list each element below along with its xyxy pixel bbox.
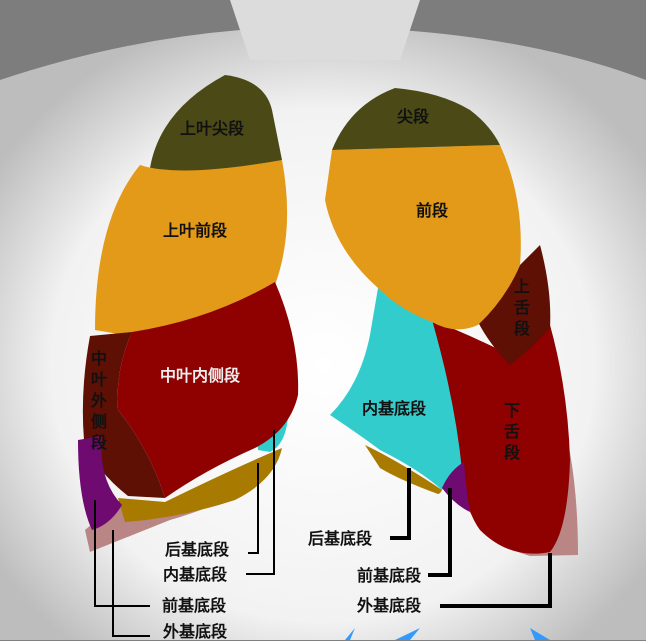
left-medial-basal-segment	[330, 288, 462, 490]
left-posterior-basal-segment	[365, 445, 442, 494]
right-anterior-segment	[95, 160, 288, 336]
label-left-medial-basal: 内基底段	[362, 399, 427, 418]
leader-lines-left-lung	[390, 468, 552, 608]
label-right-middle-medial: 中叶内侧段	[160, 366, 241, 385]
label-left-anterior-basal: 前基底段	[357, 566, 422, 585]
label-right-lateral-basal: 外基底段	[163, 622, 228, 641]
label-right-medial-basal: 内基底段	[163, 565, 228, 584]
left-lateral-basal-segment	[465, 410, 578, 556]
left-superior-lingular-segment	[478, 245, 551, 365]
label-right-anterior: 上叶前段	[163, 221, 228, 240]
right-middle-lateral-segment	[82, 332, 165, 498]
label-right-anterior-basal: 前基底段	[162, 596, 227, 615]
left-apical-segment	[332, 88, 500, 150]
right-posterior-basal-segment	[118, 448, 282, 522]
label-right-apical: 上叶尖段	[180, 119, 245, 138]
label-left-inferior-lingular: 下舌段	[503, 401, 520, 462]
label-right-posterior-basal: 后基底段	[165, 540, 230, 559]
neck	[230, 0, 420, 60]
right-apical-segment	[150, 75, 282, 177]
diaphragm-markers	[345, 628, 550, 640]
right-anterior-basal-segment	[78, 436, 122, 530]
leader-lines	[94, 430, 275, 637]
label-left-anterior: 前段	[416, 201, 449, 220]
left-anterior-basal-segment	[442, 462, 470, 512]
label-right-middle-lateral: 中叶外侧段	[90, 349, 107, 452]
label-left-lateral-basal: 外基底段	[357, 596, 422, 615]
label-left-posterior-basal: 后基底段	[308, 529, 373, 548]
left-anterior-segment	[325, 145, 521, 330]
label-left-apical: 尖段	[397, 107, 430, 126]
right-middle-medial-segment	[117, 282, 299, 498]
label-left-superior-lingular: 上舌段	[513, 277, 530, 338]
